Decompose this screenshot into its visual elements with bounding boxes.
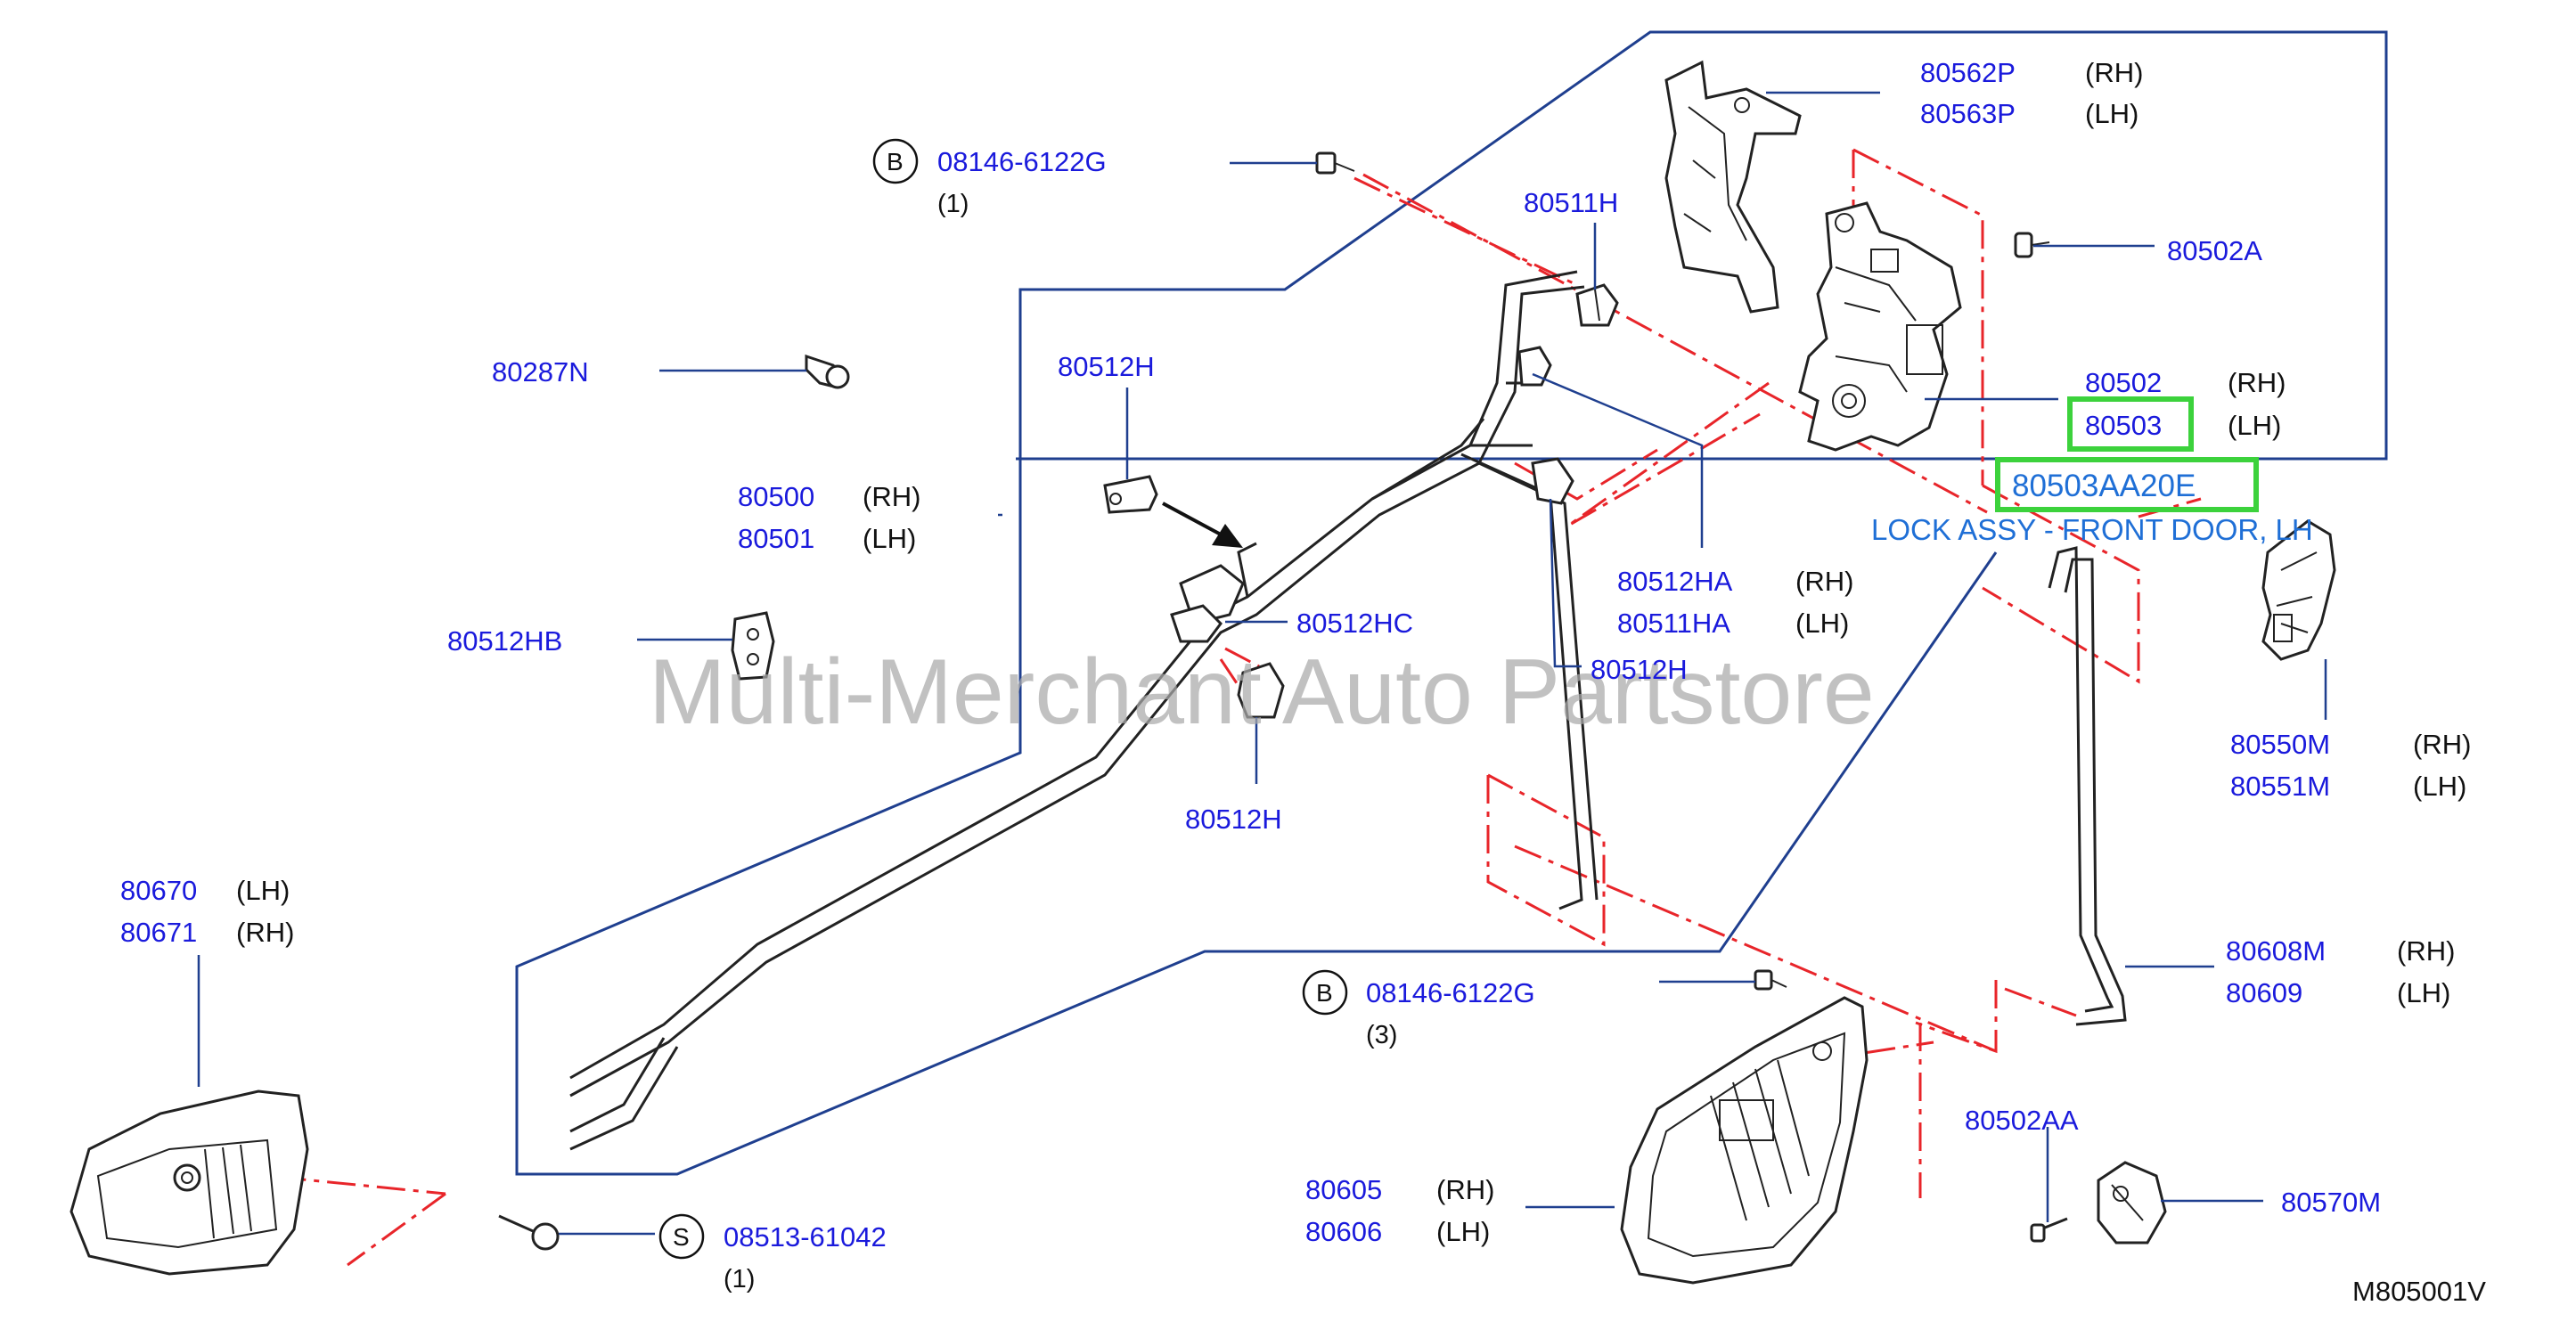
arrow-to-clip [1162,502,1243,548]
side-80670: (LH) [236,875,290,906]
part-80551m[interactable]: 80551M [2230,771,2330,802]
side-80500: (RH) [863,481,920,512]
highlight-box-part-number [1995,457,2259,512]
side-80511ha: (LH) [1795,608,1849,639]
part-80671[interactable]: 80671 [120,917,197,948]
symbol-s: S [658,1213,705,1260]
side-80512ha: (RH) [1795,566,1853,597]
part-80511ha[interactable]: 80511HA [1617,608,1730,639]
part-80550m[interactable]: 80550M [2230,729,2330,760]
part-08513[interactable]: 08513-61042 [724,1221,887,1253]
lock-bracket-80562p [1664,60,1802,314]
part-80562p[interactable]: 80562P [1920,57,2016,88]
part-80512hc[interactable]: 80512HC [1296,608,1413,639]
qty-08146-top: (1) [937,190,969,218]
part-80502[interactable]: 80502 [2085,367,2162,398]
clip-80512hc [1170,564,1245,643]
part-80512hb[interactable]: 80512HB [447,625,562,657]
highlight-box-80503 [2067,396,2194,452]
side-80551m: (LH) [2413,771,2466,802]
bracket-80570m [2097,1161,2167,1244]
clip-80511h [1575,283,1619,327]
part-80606[interactable]: 80606 [1305,1216,1382,1247]
rod-80608m [2048,546,2127,1026]
inside-handle-80670 [70,1089,309,1276]
side-80608m: (RH) [2397,935,2455,967]
part-80287n[interactable]: 80287N [492,356,589,388]
clip-80512ha [1517,346,1574,505]
highlight-group: 80503AA20E LOCK ASSY - FRONT DOOR, LH [1871,396,2313,546]
svg-text:B: B [887,148,904,175]
part-80512h-lower[interactable]: 80512H [1185,804,1282,835]
clip-80512hb [731,611,775,681]
qty-08513: (1) [724,1265,755,1293]
part-80670[interactable]: 80670 [120,875,197,906]
part-08146-lower[interactable]: 08146-6122G [1366,977,1535,1008]
bolt-08146-top [1315,151,1355,175]
qty-08146-lower: (3) [1366,1021,1397,1049]
part-80570m[interactable]: 80570M [2281,1187,2381,1218]
diagram-code: M805001V [2352,1276,2486,1307]
screw-80502a [2014,232,2050,258]
part-80605[interactable]: 80605 [1305,1174,1382,1205]
side-80671: (RH) [236,917,294,948]
part-80563p[interactable]: 80563P [1920,98,2016,129]
part-80512h-mid[interactable]: 80512H [1591,654,1688,685]
clip-80287n [805,354,850,389]
outside-handle-80605 [1620,996,1869,1285]
part-08146-top[interactable]: 08146-6122G [937,146,1107,177]
part-80502aa[interactable]: 80502AA [1965,1105,2079,1136]
side-80609: (LH) [2397,977,2450,1008]
side-80502: (RH) [2228,367,2286,398]
symbol-b-top: B [872,138,919,184]
watermark: Multi-Merchant Auto Partstore [649,641,1875,744]
clip-80512h-lower [1237,662,1285,719]
rod-assembly-80500 [569,270,1599,1151]
bolt-08146-lower [1754,969,1787,991]
side-80605: (RH) [1436,1174,1494,1205]
side-80562p: (RH) [2085,57,2143,88]
side-80563p: (LH) [2085,98,2138,129]
part-80502a[interactable]: 80502A [2167,235,2262,266]
clip-80512h-top [1103,475,1158,514]
part-80501[interactable]: 80501 [738,523,814,554]
highlight-part-number[interactable]: 80503AA20E [2012,469,2196,503]
side-80606: (LH) [1436,1216,1490,1247]
screw-80502aa [2030,1217,2068,1243]
screw-08513 [498,1214,560,1251]
part-80608m[interactable]: 80608M [2226,935,2326,967]
svg-text:B: B [1316,979,1333,1007]
part-80500[interactable]: 80500 [738,481,814,512]
part-80503[interactable]: 80503 [2085,410,2162,441]
highlight-description: LOCK ASSY - FRONT DOOR, LH [1871,513,2313,546]
side-80501: (LH) [863,523,916,554]
part-80609[interactable]: 80609 [2226,977,2302,1008]
part-80511h[interactable]: 80511H [1524,187,1618,218]
part-80512h-top[interactable]: 80512H [1058,351,1155,382]
assembly-frame-lines [515,30,2388,1176]
svg-text:S: S [673,1223,690,1251]
side-80550m: (RH) [2413,729,2471,760]
side-80503: (LH) [2228,410,2281,441]
symbol-b-lower: B [1302,969,1348,1016]
door-lock-80502 [1798,201,1962,452]
actuator-80550m [2261,519,2336,661]
leader-lines [197,91,2327,1236]
part-80512ha[interactable]: 80512HA [1617,566,1733,597]
callout-labels: 80562P (RH) 80563P (LH) B 08146-6122G (1… [120,57,2471,1293]
